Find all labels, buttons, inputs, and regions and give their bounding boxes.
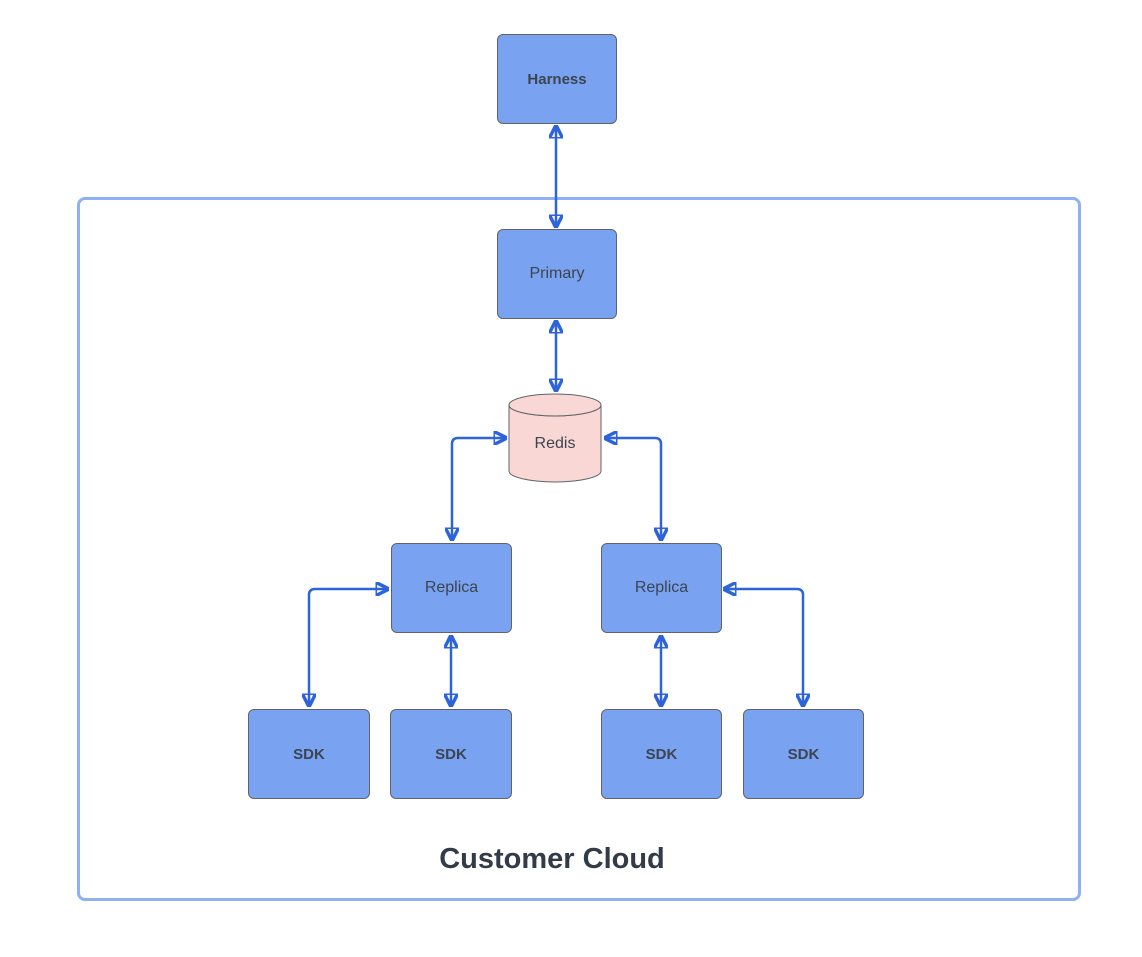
customer-cloud-label: Customer Cloud	[439, 843, 665, 875]
node-sdk-3-label: SDK	[645, 745, 678, 763]
node-replica-right: Replica	[601, 543, 722, 633]
node-sdk-2: SDK	[390, 709, 512, 799]
node-replica-right-label: Replica	[634, 579, 689, 596]
node-redis: Redis	[508, 393, 602, 483]
node-sdk-1-label: SDK	[293, 745, 325, 763]
node-harness-label: Harness	[527, 70, 587, 88]
node-sdk-2-label: SDK	[435, 745, 467, 763]
node-replica-left: Replica	[391, 543, 512, 633]
node-redis-label: Redis	[534, 435, 576, 452]
cylinder-shape	[508, 393, 602, 483]
node-sdk-3: SDK	[601, 709, 722, 799]
node-sdk-4: SDK	[743, 709, 864, 799]
node-replica-left-label: Replica	[424, 579, 479, 596]
customer-cloud-boundary	[77, 197, 1081, 901]
node-primary-label: Primary	[529, 265, 585, 282]
node-primary: Primary	[497, 229, 617, 319]
node-sdk-1: SDK	[248, 709, 370, 799]
node-harness: Harness	[497, 34, 617, 124]
node-sdk-4-label: SDK	[787, 745, 820, 763]
